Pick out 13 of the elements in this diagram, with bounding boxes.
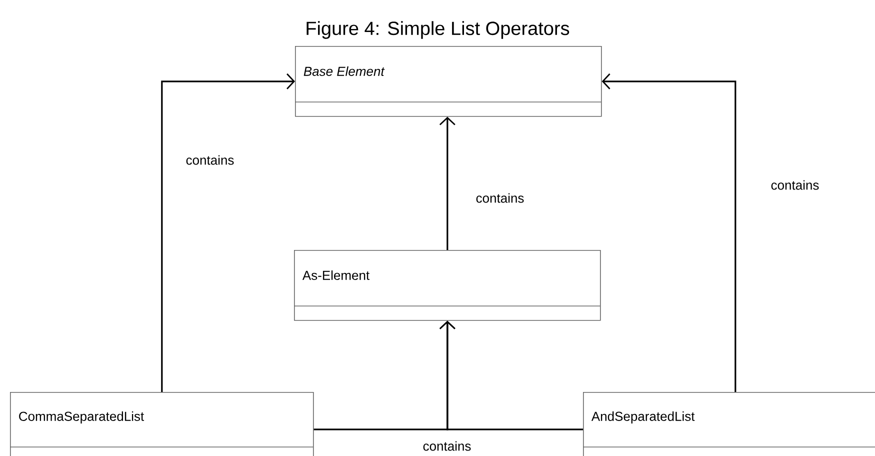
title: Figure 4: Simple List Operators — [306, 21, 570, 39]
arrow — [439, 320, 583, 430]
class-box: AndSeparatedList — [582, 392, 875, 456]
edge-label: contains — [771, 180, 819, 190]
class-box: Base Element — [294, 46, 602, 117]
arrow — [602, 73, 736, 392]
edge-label: contains — [476, 193, 524, 203]
edge-label: contains — [186, 155, 234, 165]
class-box: CommaSeparatedList — [10, 392, 314, 456]
arrow — [161, 73, 295, 392]
class-box: As-Element — [294, 250, 601, 321]
arrow — [439, 116, 456, 250]
edge-label: contains — [423, 441, 471, 451]
